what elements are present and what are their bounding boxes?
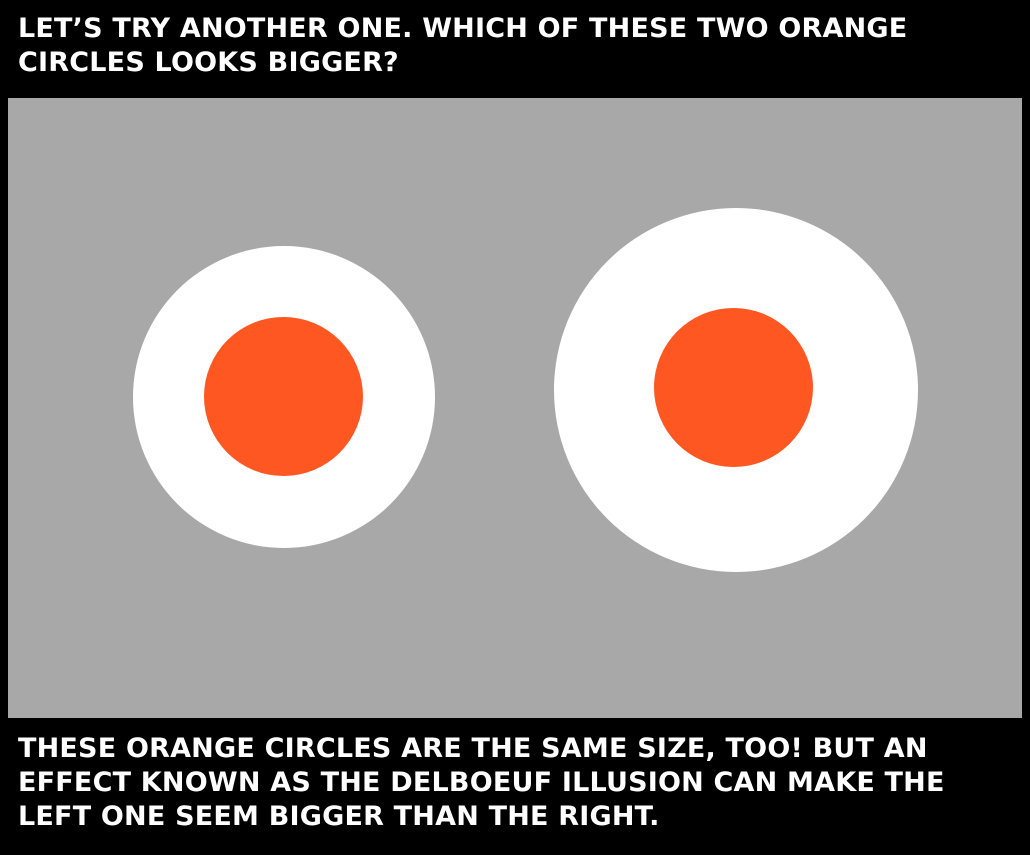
top-caption-line-2: CIRCLES LOOKS BIGGER? — [18, 47, 399, 78]
bottom-caption-line-3: LEFT ONE SEEM BIGGER THAN THE RIGHT. — [18, 801, 660, 832]
top-caption-line-1: LET’S TRY ANOTHER ONE. WHICH OF THESE TW… — [18, 13, 908, 44]
right-orange-circle — [654, 308, 813, 467]
bottom-caption: THESE ORANGE CIRCLES ARE THE SAME SIZE, … — [18, 732, 1012, 834]
left-orange-circle — [204, 317, 363, 476]
top-caption: LET’S TRY ANOTHER ONE. WHICH OF THESE TW… — [18, 12, 1012, 80]
bottom-caption-line-1: THESE ORANGE CIRCLES ARE THE SAME SIZE, … — [18, 733, 928, 764]
illusion-panel — [8, 98, 1022, 718]
bottom-caption-line-2: EFFECT KNOWN AS THE DELBOEUF ILLUSION CA… — [18, 767, 945, 798]
